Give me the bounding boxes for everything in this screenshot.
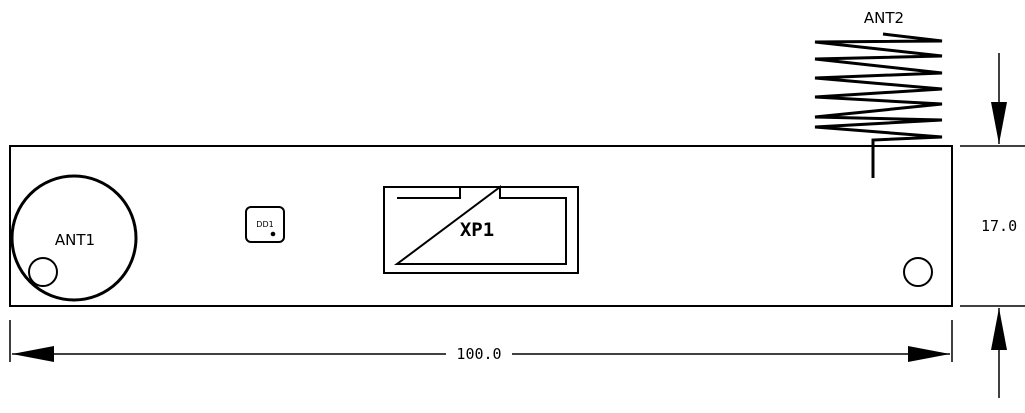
chip-dd1: DD1 bbox=[245, 206, 285, 243]
dimension-height-label: 17.0 bbox=[981, 217, 1017, 235]
dimension-width-arrow-left bbox=[12, 346, 54, 362]
dimension-height-arrow-bottom bbox=[991, 308, 1007, 350]
dimension-width-arrow-right bbox=[908, 346, 950, 362]
antenna-1-coil bbox=[10, 174, 138, 302]
antenna-1-label: ANT1 bbox=[55, 231, 95, 249]
antenna-1-mounting-hole bbox=[28, 257, 58, 287]
connector-xp1: XP1 bbox=[383, 185, 579, 274]
pcb-board-outline bbox=[9, 145, 953, 307]
dimension-width-label: 100.0 bbox=[456, 345, 501, 363]
chip-dd1-pin1-dot bbox=[270, 231, 276, 237]
antenna-2-coil bbox=[814, 32, 943, 178]
dimension-width: 100.0 bbox=[9, 320, 953, 363]
antenna-1: ANT1 bbox=[10, 174, 138, 302]
dimension-height-arrow-top bbox=[991, 102, 1007, 144]
antenna-2: ANT2 bbox=[814, 9, 943, 178]
dimension-height: 17.0 bbox=[960, 53, 1025, 398]
connector-xp1-inner bbox=[393, 185, 567, 265]
chip-dd1-label: DD1 bbox=[256, 220, 273, 229]
connector-xp1-label: XP1 bbox=[460, 219, 494, 241]
mounting-hole-right bbox=[903, 257, 933, 287]
antenna-2-label: ANT2 bbox=[864, 9, 904, 27]
